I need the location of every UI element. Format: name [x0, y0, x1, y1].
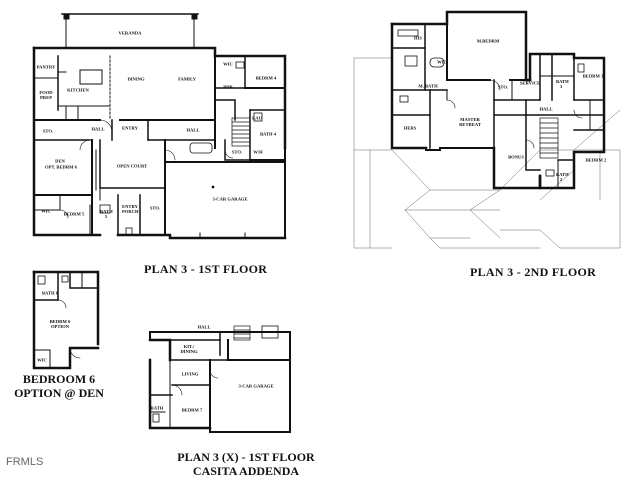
room-bath6: BATH 6 [41, 290, 59, 296]
room-casita-hall: HALL [197, 324, 211, 330]
room-hall-right: HALL [186, 127, 200, 133]
bedroom6-option-plan [32, 270, 100, 370]
room-bath5: BATH 5 [100, 209, 113, 219]
room-hall-left: HALL [91, 126, 105, 132]
room-den: DEN [55, 158, 65, 164]
room-bonus: BONUS [508, 154, 524, 160]
room-sto-mid: STO. [231, 149, 243, 155]
second-floor-title: PLAN 3 - 2ND FLOOR [470, 265, 597, 279]
room-sto-left: STO. [42, 128, 54, 134]
bedroom6-title: BEDROOM 6 OPTION @ DEN [4, 372, 114, 400]
room-wic-top: WIC [223, 61, 233, 67]
second-floor-plan [353, 10, 621, 249]
bedroom6-title-line1: BEDROOM 6 [22, 372, 96, 386]
casita-title-line1: PLAN 3 (X) - 1ST FLOOR [177, 450, 315, 464]
watermark-label: FRMLS [6, 456, 44, 468]
room-entry-porch: ENTRY PORCH [122, 204, 139, 214]
room-bath4: BATH 4 [259, 131, 277, 137]
room-casita-bath: BATH [150, 405, 164, 411]
room-his: HIS [414, 35, 422, 41]
room-pdr: PDR [223, 84, 233, 90]
room-bedrm4: BEDRM 4 [255, 75, 277, 81]
room-casita-garage: 3-CAR GARAGE [238, 383, 274, 389]
bedroom6-title-line2: OPTION @ DEN [14, 386, 104, 400]
room-master-retreat: MASTER RETREAT [459, 117, 481, 127]
room-bedrm2: BEDRM 2 [585, 157, 607, 163]
room-den-option: OPT. BEDRM 6 [45, 164, 77, 170]
room-food-prep: FOOD PREP [39, 90, 53, 100]
room-sto-garage: STO. [149, 205, 161, 211]
room-service: SERVICE [519, 80, 541, 86]
room-hall: HALL [539, 106, 553, 112]
room-bedrm5: BEDRM 5 [63, 211, 85, 217]
first-floor-plan [32, 13, 287, 240]
room-bedrm7: BEDRM 7 [181, 407, 203, 413]
room-living: LIVING [181, 371, 199, 377]
room-wic-bottom: WIC [41, 208, 51, 214]
room-family: FAMILY [178, 76, 196, 82]
room-bath3: BATH 3 [556, 79, 569, 89]
room-m-bath: M. BATH [418, 83, 438, 89]
room-kitchen: KITCHEN [67, 87, 89, 93]
room-garage: 3-CAR GARAGE [212, 196, 248, 202]
room-sto: STO. [497, 84, 509, 90]
room-lau: LAU [252, 115, 262, 121]
room-hers: HERS [403, 125, 417, 131]
room-veranda: VERANDA [118, 30, 142, 36]
casita-plan [148, 325, 291, 433]
room-bath2: BATH 2 [556, 172, 569, 182]
room-wh: W/H [253, 149, 263, 155]
room-open-court: OPEN COURT [116, 163, 148, 169]
casita-title-line2: CASITA ADDENDA [192, 464, 300, 478]
room-bedrm6: BEDRM 6 OPTION [49, 319, 71, 329]
room-bedrm3: BEDRM 3 [582, 73, 604, 79]
room-m-bedrm: M.BEDRM [476, 38, 500, 44]
room-entry: ENTRY [122, 125, 138, 131]
room-pantry: PANTRY [36, 64, 56, 70]
room-wic-b6: WIC [37, 357, 47, 363]
casita-title: PLAN 3 (X) - 1ST FLOOR CASITA ADDENDA [164, 450, 328, 478]
room-kit-dining: KIT./ DINING [180, 344, 198, 354]
first-floor-title: PLAN 3 - 1ST FLOOR [144, 262, 268, 276]
room-dining: DINING [127, 76, 145, 82]
room-wic: WIC [437, 59, 447, 65]
